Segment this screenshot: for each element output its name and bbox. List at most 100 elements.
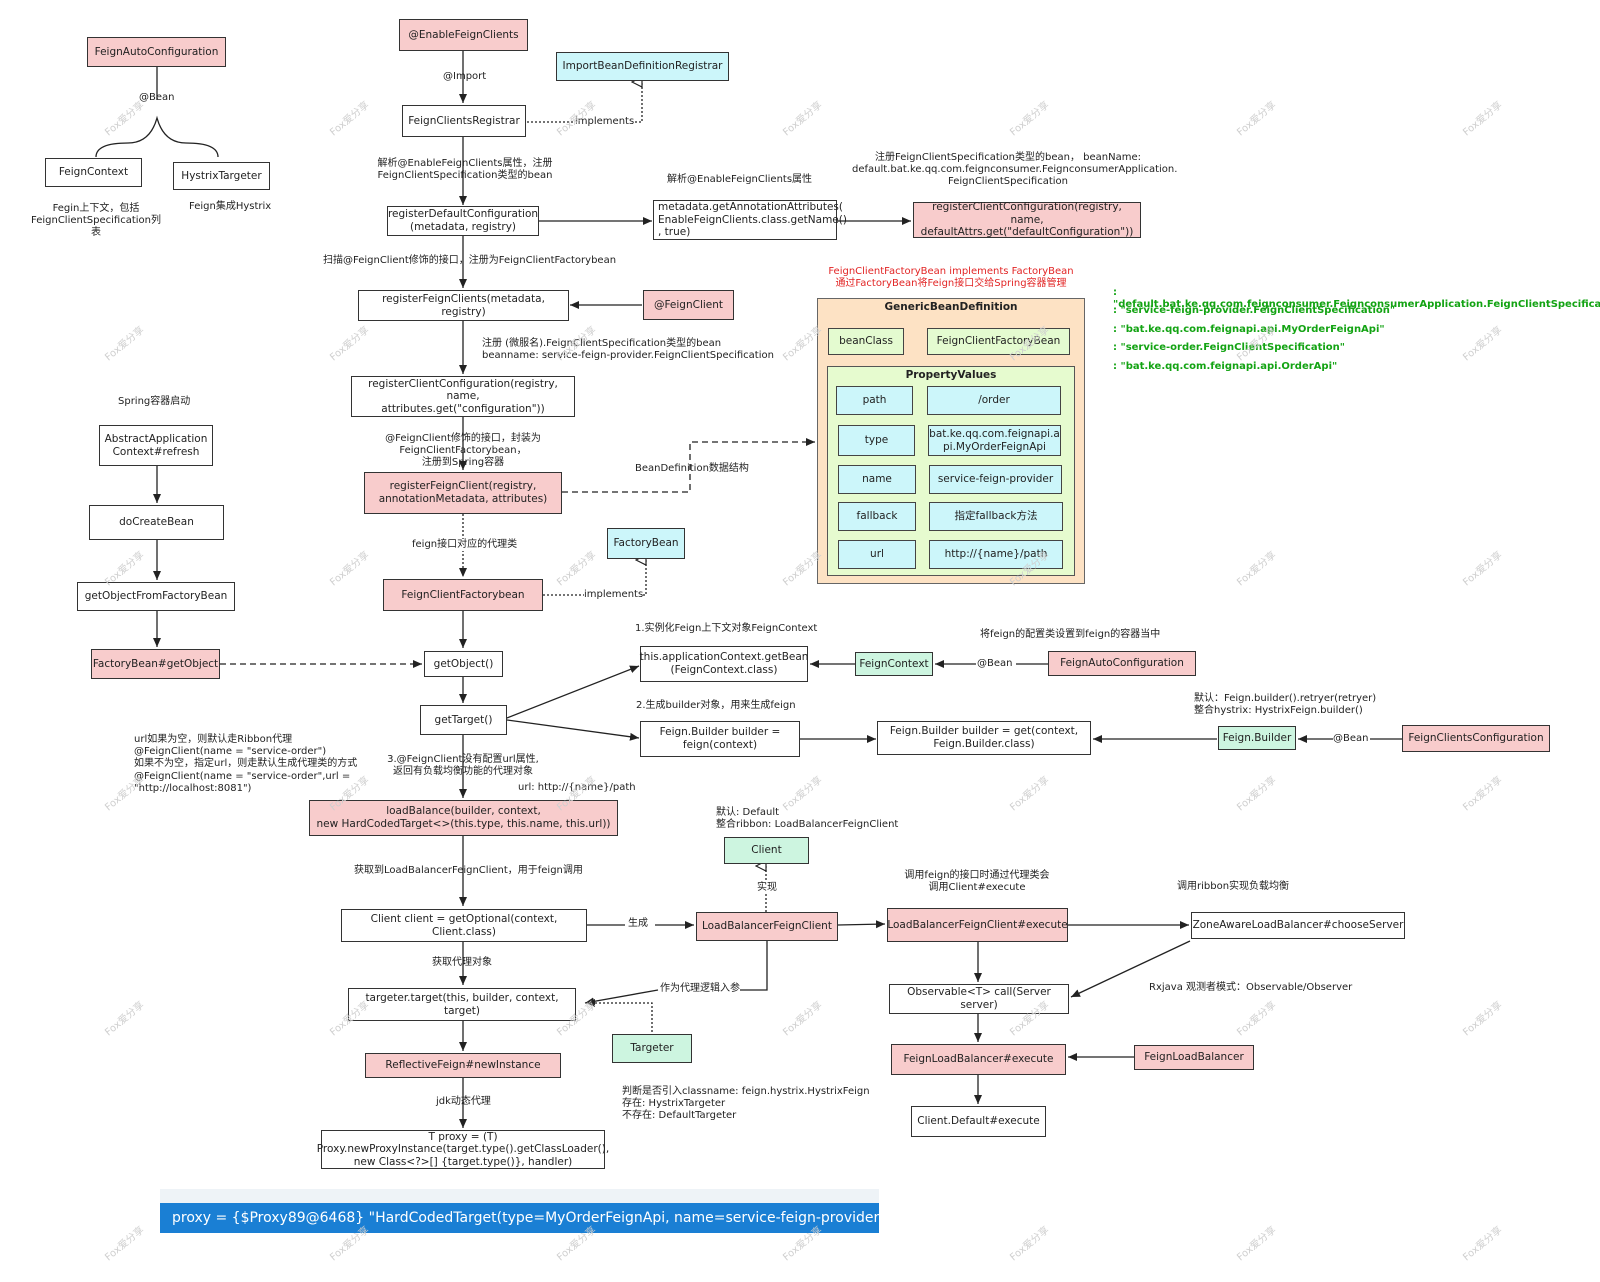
bean-label-right: @Bean xyxy=(1333,733,1369,746)
step1-instantiate-feign-context-label: 1.实例化Feign上下文对象FeignContext xyxy=(635,623,818,634)
green-bean-name-1: : "default.bat.ke.qq.com.feignconsumer.F… xyxy=(1113,287,1600,311)
spring-container-start-label: Spring容器启动 xyxy=(118,396,191,407)
load-balancer-feign-client-node: LoadBalancerFeignClient xyxy=(696,912,838,941)
rxjava-observer-label: Rxjava 观测者模式：Observable/Observer xyxy=(1149,982,1353,993)
set-feign-config-label: 将feign的配置类设置到feign的容器当中 xyxy=(980,629,1161,640)
hystrix-check-label: 判断是否引入classname: feign.hystrix.HystrixFe… xyxy=(622,1086,870,1122)
jdk-dynamic-proxy-label: jdk动态代理 xyxy=(436,1096,491,1107)
feign-builder-feign-context-node: Feign.Builder builder = feign(context) xyxy=(640,721,800,757)
property-value-url: http://{name}/path xyxy=(929,540,1063,569)
client-default-execute-node: Client.Default#execute xyxy=(911,1106,1046,1137)
import-label: @Import xyxy=(443,71,487,82)
targeter-node: Targeter xyxy=(612,1034,692,1063)
step2-builder-label: 2.生成builder对象，用来生成feign xyxy=(636,700,796,711)
observable-call-node: Observable<T> call(Server server) xyxy=(889,984,1069,1014)
get-proxy-object-label: 获取代理对象 xyxy=(432,957,492,968)
implements-label-1: implements xyxy=(575,116,635,129)
enable-feign-clients-node: @EnableFeignClients xyxy=(399,19,528,51)
property-value-fallback: 指定fallback方法 xyxy=(929,502,1063,531)
scan-feign-client-label: 扫描@FeignClient修饰的接口，注册为FeignClientFactor… xyxy=(323,255,617,266)
feign-proxy-class-label: feign接口对应的代理类 xyxy=(412,539,518,552)
factory-bean-implements-label: FeignClientFactoryBean implements Factor… xyxy=(828,266,1074,290)
property-key-path: path xyxy=(836,386,913,415)
proxy-logic-param-label: 作为代理逻辑入参 xyxy=(660,983,740,996)
get-object-node: getObject() xyxy=(424,651,503,677)
green-bean-name-3: : "bat.ke.qq.com.feignapi.api.MyOrderFei… xyxy=(1113,324,1385,335)
targeter-target-node: targeter.target(this, builder, context, … xyxy=(348,988,576,1021)
generic-bean-definition-title: GenericBeanDefinition xyxy=(884,301,1018,313)
load-balance-node: loadBalance(builder, context, new HardCo… xyxy=(309,800,618,836)
property-key-fallback: fallback xyxy=(838,502,916,531)
feign-context-bean-node: FeignContext xyxy=(855,652,933,676)
generate-label: 生成 xyxy=(628,918,648,931)
metadata-get-annotation-attributes-node: metadata.getAnnotationAttributes( Enable… xyxy=(653,200,847,240)
feign-client-factory-bean-node: FeignClientFactorybean xyxy=(383,579,543,611)
feign-load-balancer-execute-node: FeignLoadBalancer#execute xyxy=(891,1044,1066,1075)
green-bean-name-4: : "service-order.FeignClientSpecificatio… xyxy=(1113,342,1345,353)
green-bean-name-5: : "bat.ke.qq.com.feignapi.api.OrderApi" xyxy=(1113,361,1338,372)
proxy-new-proxy-instance-node: T proxy = (T) Proxy.newProxyInstance(tar… xyxy=(316,1130,610,1169)
get-load-balancer-client-label: 获取到LoadBalancerFeignClient，用于feign调用 xyxy=(354,865,583,876)
debugger-proxy-variable[interactable]: proxy = {$Proxy89@6468} "HardCodedTarget… xyxy=(160,1203,879,1233)
property-value-type: bat.ke.qq.com.feignapi.a pi.MyOrderFeign… xyxy=(928,425,1061,456)
bean-label-mid: @Bean xyxy=(977,658,1013,671)
reflective-feign-new-instance-node: ReflectiveFeign#newInstance xyxy=(365,1053,561,1078)
client-node: Client xyxy=(724,837,809,864)
register-specification-bean-label: 注册FeignClientSpecification类型的bean， beanN… xyxy=(852,152,1178,188)
feign-hystrix-label: Feign集成Hystrix xyxy=(189,201,272,212)
hystrix-targeter-node: HystrixTargeter xyxy=(173,162,270,190)
url-empty-ribbon-label: url如果为空，则默认走Ribbon代理 @FeignClient(name =… xyxy=(134,734,358,794)
feign-clients-registrar-node: FeignClientsRegistrar xyxy=(402,105,526,137)
factory-bean-get-object-node: FactoryBean#getObject xyxy=(91,649,220,679)
application-context-get-bean-node: this.applicationContext.getBean (FeignCo… xyxy=(640,646,808,682)
load-balancer-feign-client-execute-node: LoadBalancerFeignClient#execute xyxy=(887,908,1068,942)
property-key-type: type xyxy=(838,425,915,456)
import-bean-definition-registrar-node: ImportBeanDefinitionRegistrar xyxy=(556,52,729,81)
property-value-name: service-feign-provider xyxy=(929,465,1062,494)
bean-class-key: beanClass xyxy=(828,328,904,355)
feign-load-balancer-node: FeignLoadBalancer xyxy=(1134,1045,1254,1070)
feign-builder-node: Feign.Builder xyxy=(1218,726,1296,750)
feign-auto-configuration-node: FeignAutoConfiguration xyxy=(87,37,226,67)
url-path-label: url: http://{name}/path xyxy=(518,782,636,793)
zone-aware-load-balancer-node: ZoneAwareLoadBalancer#chooseServer xyxy=(1191,912,1405,939)
register-microservice-spec-label: 注册 (微服名).FeignClientSpecification类型的bean… xyxy=(482,338,774,362)
property-key-url: url xyxy=(838,540,916,569)
register-client-configuration-node: registerClientConfiguration(registry, na… xyxy=(351,376,575,417)
implement-label: 实现 xyxy=(757,882,777,895)
abstract-application-context-refresh-node: AbstractApplication Context#refresh xyxy=(99,425,213,466)
feign-builder-get-context-node: Feign.Builder builder = get(context, Fei… xyxy=(877,721,1091,755)
green-bean-name-2: : "service-feign-provider.FeignClientSpe… xyxy=(1113,305,1396,316)
fegin-context-description: Fegin上下文，包括 FeignClientSpecification列表 xyxy=(31,203,161,239)
feign-clients-configuration-node: FeignClientsConfiguration xyxy=(1402,725,1550,752)
feign-auto-configuration-bean-node: FeignAutoConfiguration xyxy=(1048,651,1196,676)
bean-class-value: FeignClientFactoryBean xyxy=(927,328,1070,355)
ribbon-load-balance-label: 调用ribbon实现负载均衡 xyxy=(1177,881,1290,892)
invoke-client-execute-label: 调用feign的接口时通过代理类会 调用Client#execute xyxy=(904,870,1050,894)
parse-enable-attributes-label: 解析@EnableFeignClients属性 xyxy=(667,174,813,185)
property-key-name: name xyxy=(838,465,916,494)
client-get-optional-node: Client client = getOptional(context, Cli… xyxy=(341,909,587,942)
parse-enable-register-label: 解析@EnableFeignClients属性，注册 FeignClientSp… xyxy=(377,158,553,182)
register-feign-clients-node: registerFeignClients(metadata, registry) xyxy=(358,290,569,321)
step3-load-balance-label: 3.@FeignClient没有配置url属性, 返回有负载均衡功能的代理对象 xyxy=(387,754,539,778)
feign-context-node: FeignContext xyxy=(45,158,142,187)
do-create-bean-node: doCreateBean xyxy=(89,505,224,540)
bean-definition-structure-label: BeanDefinition数据结构 xyxy=(635,463,749,474)
feign-client-annotation-node: @FeignClient xyxy=(643,290,734,320)
default-builder-label: 默认：Feign.builder().retryer(retryer) 整合hy… xyxy=(1194,693,1377,717)
get-target-node: getTarget() xyxy=(420,705,507,735)
property-values-title: PropertyValues xyxy=(905,369,997,381)
register-client-configuration-default-node: registerClientConfiguration(registry, na… xyxy=(913,201,1141,238)
default-client-label: 默认: Default 整合ribbon: LoadBalancerFeignC… xyxy=(716,807,899,831)
get-object-from-factory-bean-node: getObjectFromFactoryBean xyxy=(77,582,235,611)
register-default-configuration-node: registerDefaultConfiguration (metadata, … xyxy=(387,206,539,236)
property-value-path: /order xyxy=(927,386,1061,415)
bean-label-top: @Bean xyxy=(139,92,175,103)
register-feign-client-node: registerFeignClient(registry, annotation… xyxy=(364,472,562,514)
debugger-variables-header xyxy=(160,1189,879,1203)
feign-client-wrap-label: @FeignClient修饰的接口，封装为FeignClientFactoryb… xyxy=(385,433,541,469)
implements-label-2: implements xyxy=(584,589,644,602)
factory-bean-node: FactoryBean xyxy=(607,528,685,559)
